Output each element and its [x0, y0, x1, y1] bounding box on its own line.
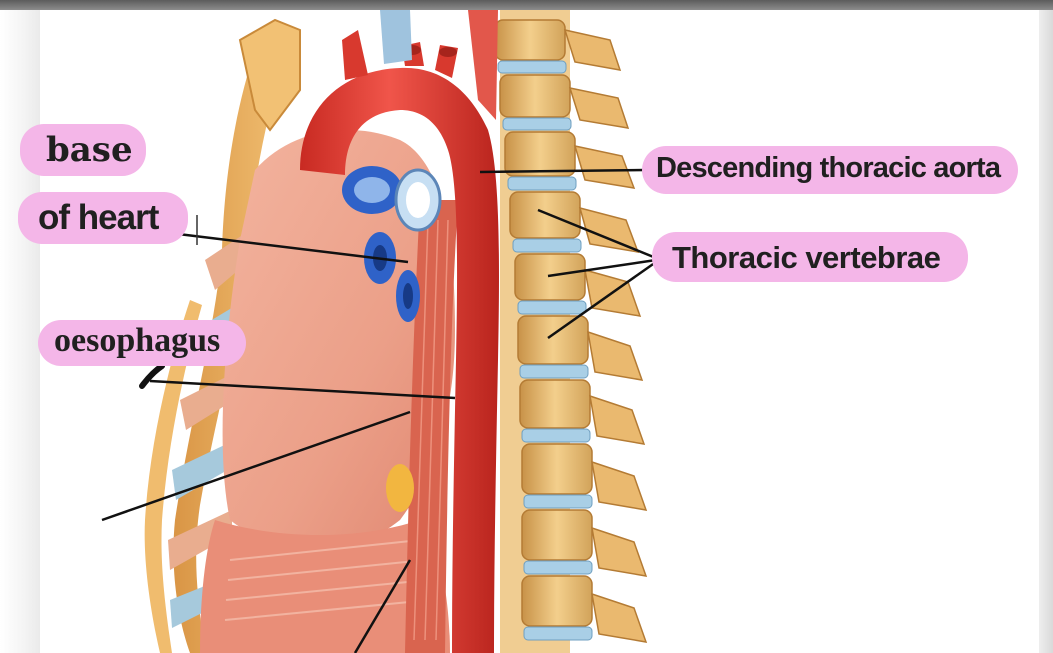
vertebral-column — [495, 10, 646, 653]
slide-top-border — [0, 0, 1053, 10]
label-descending-thoracic-aorta: Descending thoracic aorta — [642, 146, 1018, 194]
label-thoracic-vertebrae-text: Thoracic vertebrae — [672, 240, 940, 276]
label-of-heart: of heart — [18, 192, 188, 244]
label-of-heart-text: of heart — [38, 198, 158, 238]
label-oesophagus: oesophagus — [38, 320, 246, 366]
label-oesophagus-text: oesophagus — [54, 322, 220, 360]
fat-tissue — [386, 464, 414, 512]
ink-mark — [142, 366, 162, 386]
label-descending-thoracic-aorta-text: Descending thoracic aorta — [656, 152, 1000, 185]
label-base: base — [20, 124, 146, 176]
label-thoracic-vertebrae: Thoracic vertebrae — [652, 232, 968, 282]
label-base-text: base — [46, 130, 133, 170]
